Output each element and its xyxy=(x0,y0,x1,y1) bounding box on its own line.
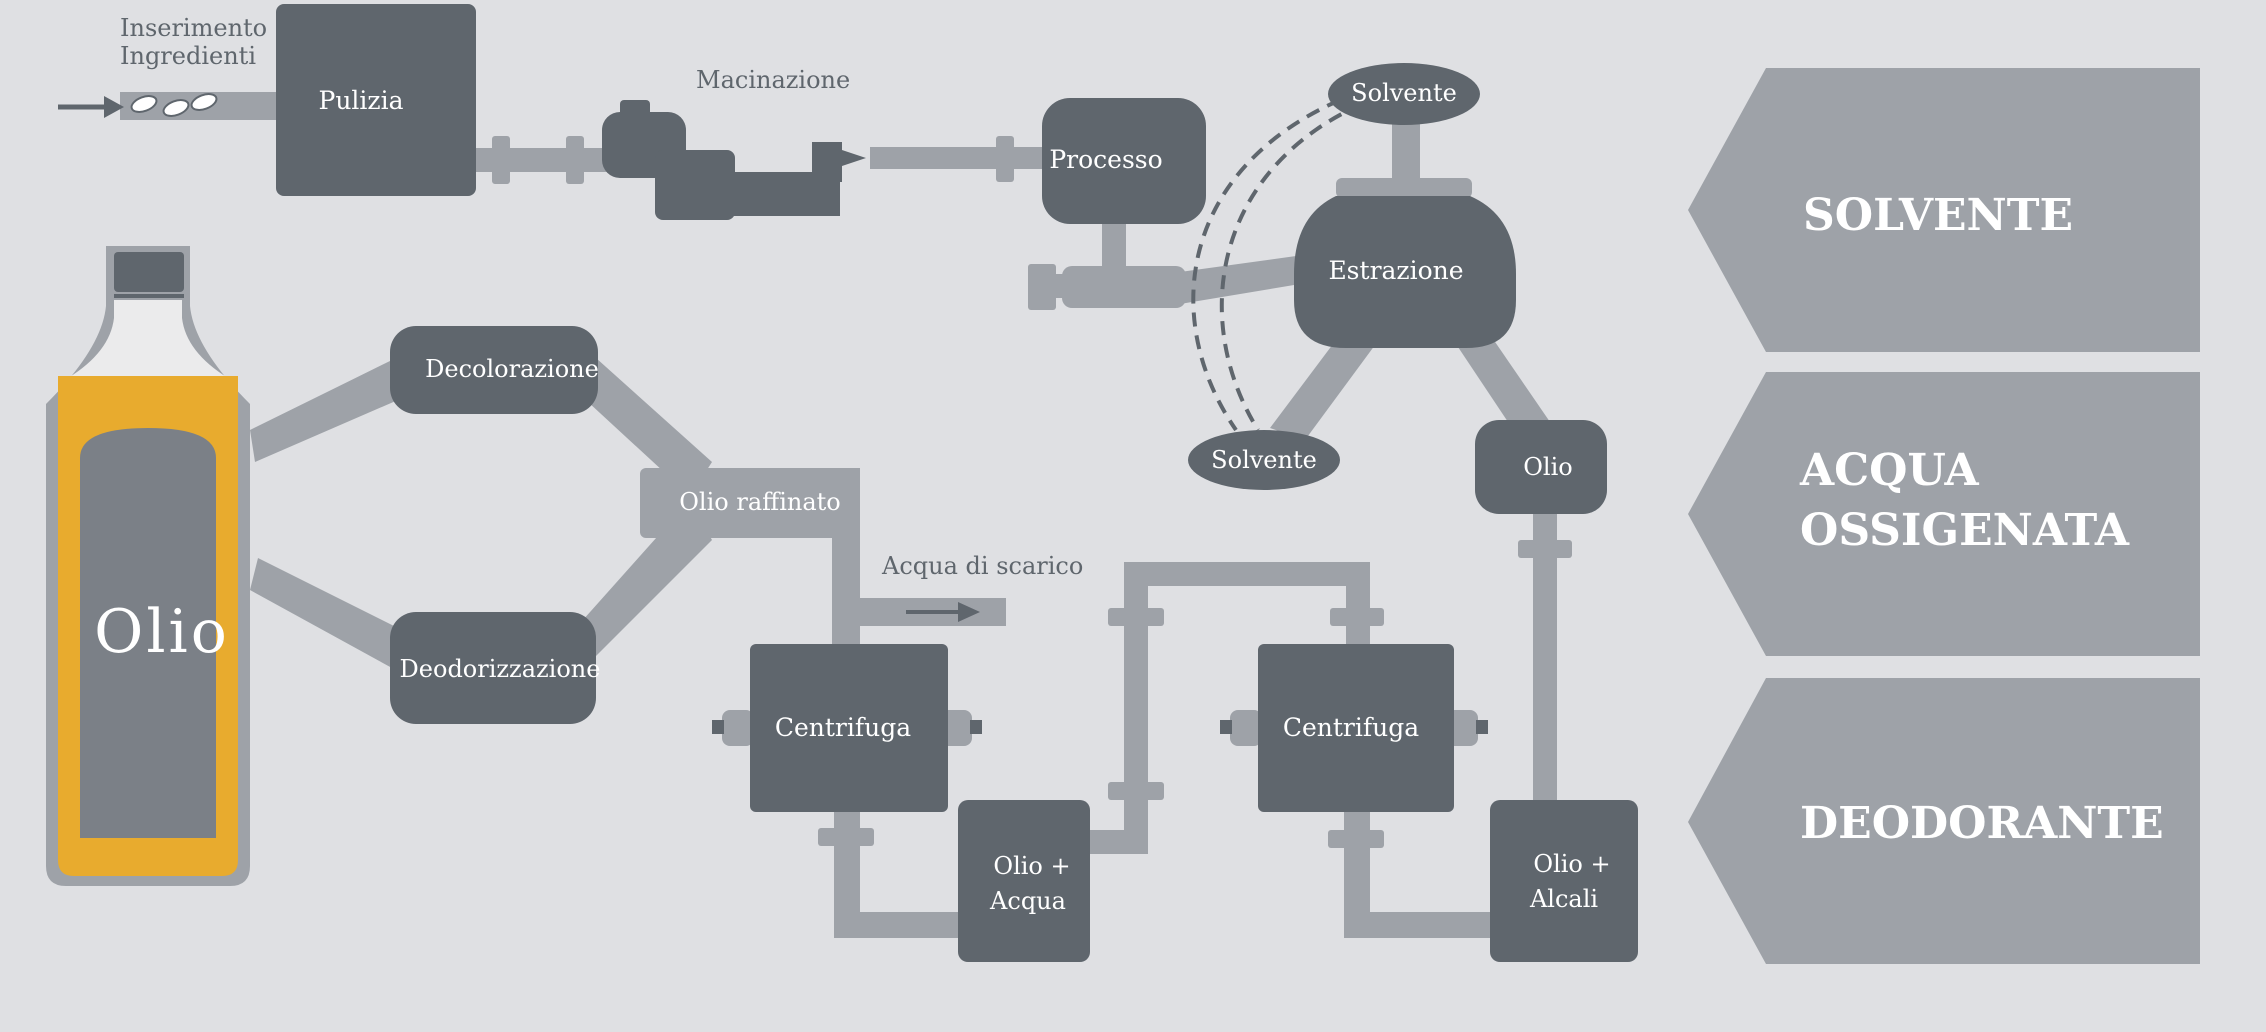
pipe-flange xyxy=(1108,782,1164,800)
label-olio-alcali-2: Alcali xyxy=(1529,885,1598,913)
node-olio xyxy=(1475,420,1607,514)
pipe-estrazione-solvente xyxy=(1270,328,1375,440)
label-olio-acqua-1: Olio + xyxy=(993,852,1070,880)
centrifuge-caps xyxy=(712,720,1488,734)
pipe-decolorazione-raffinato xyxy=(575,358,712,496)
centrifuge-nub xyxy=(1230,710,1262,746)
pipe-bottle-decolorazione xyxy=(250,360,398,462)
label-inserimento-2: Ingredienti xyxy=(120,42,256,70)
node-centrifuga-left xyxy=(750,644,948,812)
label-olio-alcali-1: Olio + xyxy=(1533,850,1610,878)
node-processo xyxy=(1042,98,1206,224)
pipe-raffinato-body xyxy=(640,468,860,538)
bottle-label-panel xyxy=(80,428,216,838)
process-nodes xyxy=(276,4,1638,962)
pipe-left-bottom xyxy=(834,912,964,938)
pipe-flange xyxy=(492,136,510,184)
pipe-solvente-cap xyxy=(1336,178,1472,198)
label-inserimento-1: Inserimento xyxy=(120,14,267,42)
node-pulizia xyxy=(276,4,476,196)
sidebar-ossigenata: OSSIGENATA xyxy=(1800,505,2130,556)
bottle-neck xyxy=(68,300,228,378)
input-arrow-icon xyxy=(58,96,124,118)
pipe-flange xyxy=(1108,608,1164,626)
label-olio-acqua-2: Acqua xyxy=(989,887,1066,915)
solvent-recycle-dashed-line xyxy=(1191,98,1341,432)
label-processo: Processo xyxy=(1049,145,1162,174)
oil-bottle xyxy=(46,246,250,886)
pipe-solvente-top xyxy=(1392,120,1420,180)
pipe-flange xyxy=(996,136,1014,182)
sidebar-solvente: SOLVENTE xyxy=(1803,190,2073,241)
node-olio-acqua xyxy=(958,800,1090,962)
pipe-processo-down xyxy=(1102,218,1126,274)
sidebar xyxy=(1688,68,2200,964)
sidebar-panel-solvente xyxy=(1688,68,2200,352)
node-solvente-top xyxy=(1328,63,1480,125)
label-solvente-top: Solvente xyxy=(1351,79,1457,107)
pipe-up-left xyxy=(1124,562,1148,854)
label-olio-raffinato: Olio raffinato xyxy=(679,488,840,516)
pipe-top-cross xyxy=(1124,562,1370,586)
sidebar-deodorante: DEODORANTE xyxy=(1800,798,2164,849)
grinder-machine-icon xyxy=(602,100,866,220)
labels: Inserimento Ingredienti Macinazione Acqu… xyxy=(94,14,2164,915)
node-centrifuga-right xyxy=(1258,644,1454,812)
pipe-estrazione-olio xyxy=(1450,320,1550,440)
pipe-horizontal-extract xyxy=(1062,266,1186,308)
bottle-label: Olio xyxy=(94,597,230,667)
pipe-raffinato-down xyxy=(832,468,860,648)
pipe-flange xyxy=(1518,540,1572,558)
pipe-deodorizzazione-raffinato xyxy=(574,500,712,656)
pipe-olio-down xyxy=(1533,510,1557,806)
pipe-flange xyxy=(818,828,874,846)
pipe-flange xyxy=(1330,608,1384,626)
pipes xyxy=(120,92,1572,938)
node-solvente-bottom xyxy=(1188,430,1340,490)
sidebar-panel-acqua-ossigenata xyxy=(1688,372,2200,656)
node-olio-alcali xyxy=(1490,800,1638,962)
pipe-right-bottom xyxy=(1344,912,1494,938)
waste-water-arrow-icon xyxy=(906,602,980,622)
centrifuge-nub xyxy=(722,710,754,746)
pipe-to-estrazione xyxy=(1180,256,1300,304)
pipe-down-right xyxy=(1346,562,1370,648)
sidebar-panel-deodorante xyxy=(1688,678,2200,964)
label-centrifuga-left: Centrifuga xyxy=(775,713,911,742)
label-decolorazione: Decolorazione xyxy=(425,355,599,383)
label-estrazione: Estrazione xyxy=(1328,256,1463,285)
pipe-flange xyxy=(1040,274,1070,298)
seeds-icon xyxy=(130,93,218,117)
label-centrifuga-right: Centrifuga xyxy=(1283,713,1419,742)
node-deodorizzazione xyxy=(390,612,596,724)
bottle-cap-ring xyxy=(114,294,184,298)
label-deodorizzazione: Deodorizzazione xyxy=(400,655,601,683)
node-estrazione xyxy=(1294,196,1516,348)
pipe-bottle-deodorizzazione xyxy=(250,558,398,668)
pipe-flange xyxy=(1328,830,1384,848)
label-solvente-bottom: Solvente xyxy=(1211,446,1317,474)
label-macinazione: Macinazione xyxy=(696,66,850,94)
label-pulizia: Pulizia xyxy=(319,86,404,115)
bottle-cap xyxy=(114,252,184,292)
node-decolorazione xyxy=(390,326,598,414)
pipe-grinder-processo xyxy=(870,147,1050,169)
label-olio-node: Olio xyxy=(1523,453,1572,481)
label-acqua-scarico: Acqua di scarico xyxy=(881,552,1083,580)
sidebar-acqua: ACQUA xyxy=(1799,445,1980,496)
pipe-flange xyxy=(566,136,584,184)
